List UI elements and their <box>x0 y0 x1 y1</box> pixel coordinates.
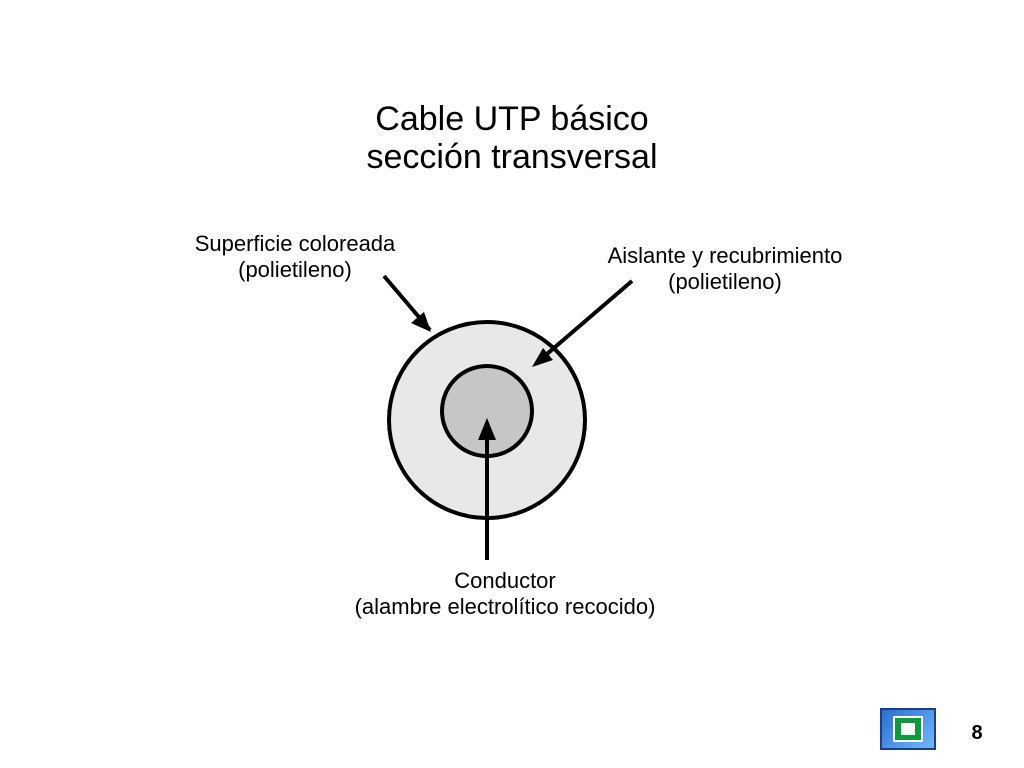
title-line-2: sección transversal <box>366 138 658 176</box>
label-conductor-line-1: Conductor <box>454 568 556 593</box>
label-superficie-line-2: (polietileno) <box>238 257 352 282</box>
arrow-aislante <box>538 279 634 362</box>
label-aislante: Aislante y recubrimiento (polietileno) <box>575 243 875 295</box>
label-aislante-line-1: Aislante y recubrimiento <box>607 243 843 268</box>
title-line-1: Cable UTP básico <box>375 100 649 138</box>
arrowhead-superficie <box>411 312 431 332</box>
label-superficie-line-1: Superficie coloreada <box>194 231 396 256</box>
label-conductor-line-2: (alambre electrolítico recocido) <box>354 594 656 619</box>
arrowhead-aislante <box>532 348 553 367</box>
logo-icon <box>880 708 936 750</box>
label-conductor: Conductor (alambre electrolítico recocid… <box>300 568 710 620</box>
logo-mark <box>893 716 923 742</box>
diagram-title: Cable UTP básico sección transversal <box>0 100 1024 176</box>
arrowhead-conductor <box>478 418 496 440</box>
page-number: 8 <box>971 722 983 744</box>
label-superficie: Superficie coloreada (polietileno) <box>155 231 435 283</box>
label-aislante-line-2: (polietileno) <box>668 269 782 294</box>
